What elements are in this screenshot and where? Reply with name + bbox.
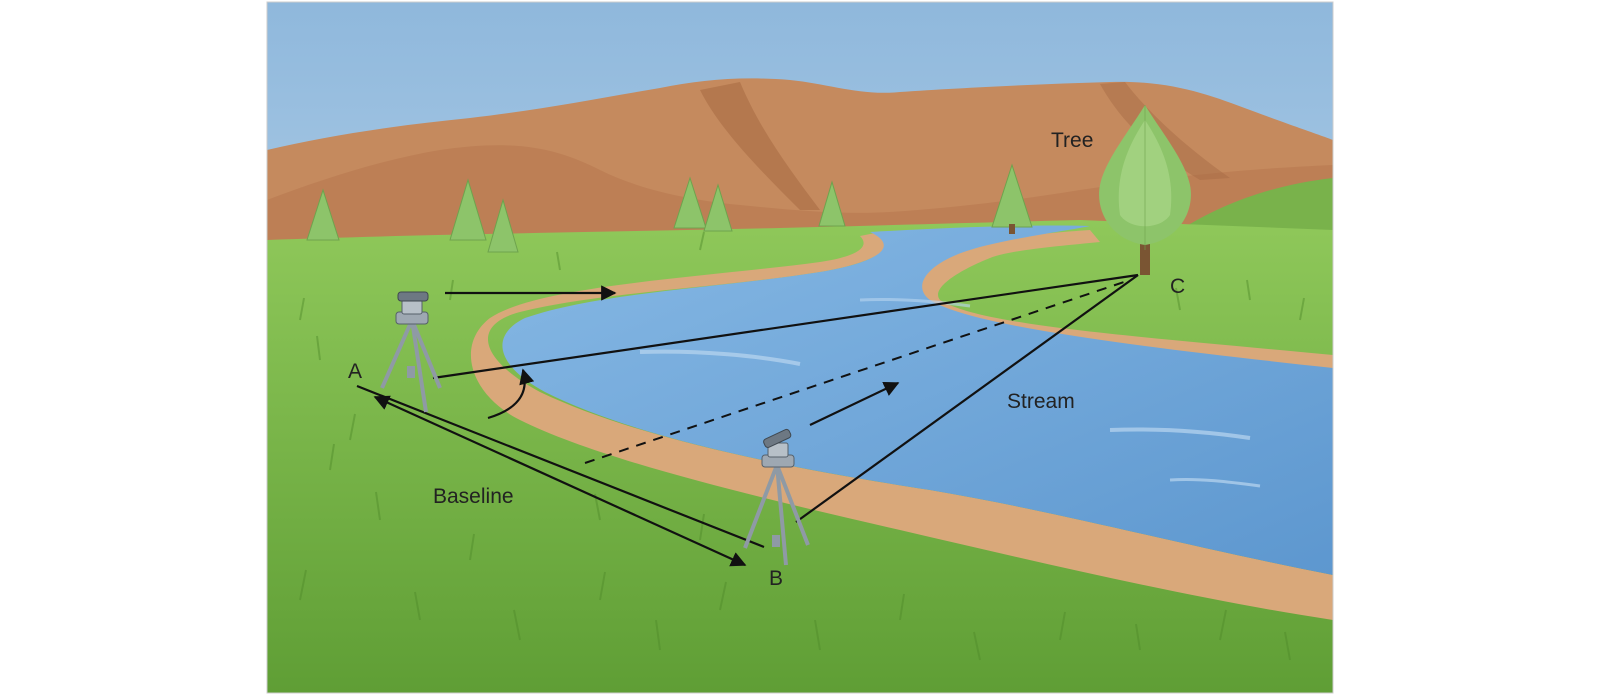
label-point-a: A (348, 360, 362, 383)
stream-water (502, 225, 1333, 576)
mountain-ridge-shadow (1100, 82, 1230, 180)
sight-line-a-to-c (432, 273, 1139, 380)
background-trees (306, 163, 1033, 253)
dashed-parallel-line (584, 279, 1131, 464)
water-highlight (1109, 427, 1251, 440)
label-tree: Tree (1051, 129, 1093, 152)
image-frame (266, 1, 1334, 694)
theodolite-b (743, 428, 810, 566)
water-highlight (639, 349, 801, 366)
angle-arc (487, 368, 535, 420)
baseline-dimension-arrow (373, 395, 747, 567)
label-point-c: C (1170, 275, 1185, 298)
theodolite-a (380, 291, 442, 413)
tree-c (1099, 105, 1191, 275)
direction-arrow-middle (809, 382, 900, 426)
label-baseline: Baseline (433, 485, 514, 508)
mountain-ridge-shadow (700, 82, 820, 210)
sight-line-b-to-c (795, 274, 1139, 523)
tree-trunk (1009, 224, 1015, 234)
water-highlight (859, 297, 971, 308)
river-bank-near (470, 232, 1333, 620)
water-highlight (1169, 477, 1261, 488)
label-stream: Stream (1007, 390, 1075, 413)
label-point-b: B (769, 567, 783, 590)
